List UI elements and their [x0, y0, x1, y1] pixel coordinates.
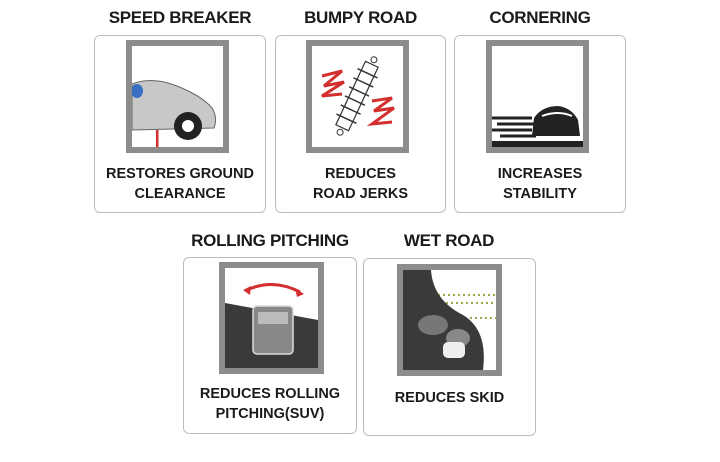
- feature-caption: REDUCES SKID: [364, 388, 535, 408]
- caption-line: PITCHING(SUV): [215, 406, 325, 422]
- feature-caption: RESTORES GROUND CLEARANCE: [95, 164, 265, 204]
- caption-line: ROAD JERKS: [312, 186, 409, 202]
- feature-title: ROLLING PITCHING: [191, 231, 349, 250]
- caption-line: REDUCES ROLLING: [199, 386, 341, 402]
- caption-line: CLEARANCE: [134, 186, 226, 202]
- caption-line: REDUCES SKID: [394, 390, 505, 406]
- feature-title: BUMPY ROAD: [304, 8, 417, 27]
- shock-absorber-icon: [306, 40, 409, 153]
- feature-card-bumpy-road: REDUCES ROAD JERKS: [275, 35, 446, 213]
- feature-caption: REDUCES ROLLING PITCHING(SUV): [184, 384, 356, 424]
- caption-line: REDUCES: [325, 166, 396, 182]
- feature-caption: REDUCES ROAD JERKS: [276, 164, 445, 204]
- feature-card-cornering: INCREASES STABILITY: [454, 35, 626, 213]
- feature-card-wet-road: REDUCES SKID: [363, 258, 536, 436]
- feature-card-rolling-pitching: REDUCES ROLLING PITCHING(SUV): [183, 257, 357, 434]
- feature-title: WET ROAD: [403, 231, 495, 250]
- feature-title: CORNERING: [489, 8, 591, 27]
- wet-road-icon: [397, 264, 502, 376]
- feature-caption: INCREASES STABILITY: [455, 164, 625, 204]
- speeding-car-icon: [486, 40, 589, 153]
- suv-tilt-icon: [219, 262, 324, 374]
- caption-line: INCREASES: [497, 166, 583, 182]
- caption-line: STABILITY: [503, 186, 577, 202]
- car-wheel-icon: [126, 40, 229, 153]
- caption-line: RESTORES GROUND: [106, 166, 254, 182]
- feature-card-speed-breaker: RESTORES GROUND CLEARANCE: [94, 35, 266, 213]
- feature-title: SPEED BREAKER: [108, 8, 252, 27]
